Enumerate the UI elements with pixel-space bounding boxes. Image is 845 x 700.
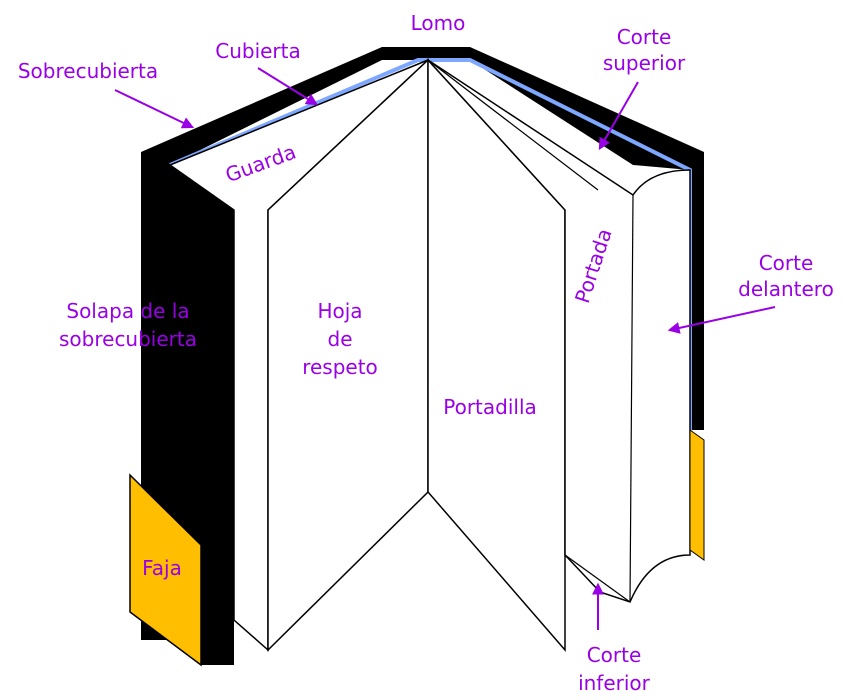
arrow-cubierta	[257, 67, 319, 106]
label-sobrecubierta: Sobrecubierta	[18, 59, 158, 83]
label-corte-inferior-2: inferior	[578, 671, 651, 695]
label-hoja-2: de	[328, 327, 353, 351]
arrow-corte-delantero	[667, 306, 776, 334]
page-line	[564, 554, 631, 603]
label-corte-superior-2: superior	[603, 51, 686, 75]
label-lomo: Lomo	[411, 11, 466, 35]
label-solapa-2: sobrecubierta	[59, 327, 197, 351]
label-solapa-1: Solapa de la	[66, 299, 189, 323]
arrow-corte-superior	[598, 81, 639, 151]
label-corte-delantero-2: delantero	[738, 277, 834, 301]
page-line	[427, 59, 599, 191]
arrow-sobrecubierta	[114, 89, 195, 129]
label-hoja-1: Hoja	[317, 299, 362, 323]
label-cubierta: Cubierta	[215, 39, 301, 63]
label-corte-superior-1: Corte	[617, 25, 672, 49]
label-hoja-3: respeto	[302, 355, 378, 379]
page-line	[629, 194, 634, 603]
label-portadilla: Portadilla	[443, 395, 537, 419]
belly-band-right	[689, 429, 705, 561]
belly-band-left	[129, 473, 202, 667]
label-faja: Faja	[142, 556, 182, 580]
label-corte-delantero-1: Corte	[759, 251, 814, 275]
label-corte-inferior-1: Corte	[587, 643, 642, 667]
